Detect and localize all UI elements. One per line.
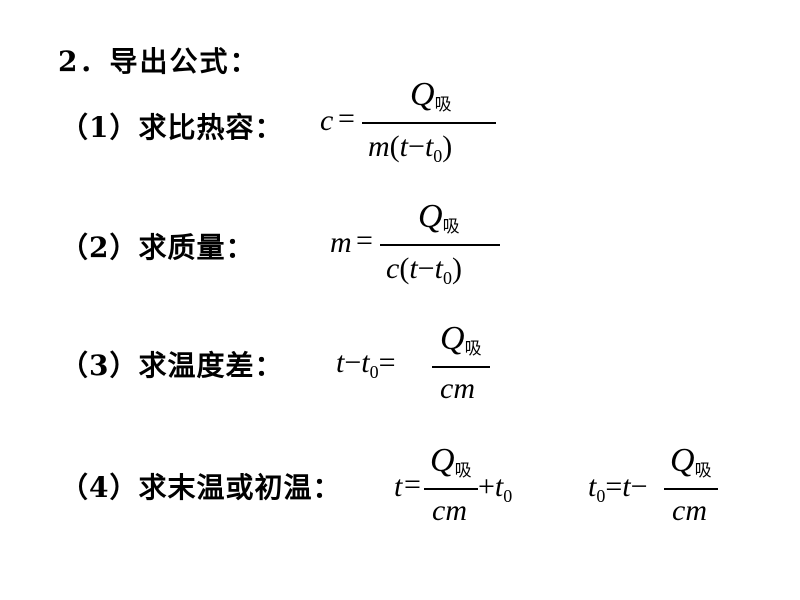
denominator: cm [672, 494, 707, 527]
denominator: cm [432, 494, 467, 527]
lhs-var: c [320, 104, 334, 137]
item-3-label: （3）求温度差： [60, 349, 284, 382]
numerator: Q吸 [440, 320, 482, 359]
item-1-label: （1）求比热容： [60, 111, 284, 144]
item-4-label: （4）求末温或初温： [60, 471, 342, 504]
lhs-var: t [394, 470, 403, 503]
lhs-expression: t0=t− [588, 470, 648, 506]
equals-sign: = [404, 468, 421, 501]
fraction-bar [664, 488, 718, 490]
denominator: c(t−t0) [386, 252, 462, 288]
numerator: Q吸 [418, 198, 460, 237]
lhs-expression: t−t0= [336, 346, 396, 382]
equals-sign: = [356, 224, 373, 257]
numerator: Q吸 [670, 442, 712, 481]
equals-sign: = [338, 102, 355, 135]
numerator: Q吸 [430, 442, 472, 481]
section-heading: 2．导出公式： [58, 45, 260, 78]
fraction-bar [362, 122, 496, 124]
fraction-bar [380, 244, 500, 246]
fraction-bar [424, 488, 478, 490]
denominator: cm [440, 372, 475, 405]
item-2-label: （2）求质量： [60, 231, 255, 264]
fraction-bar [432, 366, 490, 368]
denominator: m(t−t0) [368, 130, 453, 166]
plus-term: +t0 [478, 470, 513, 506]
lhs-var: m [330, 226, 352, 259]
numerator: Q吸 [410, 76, 452, 115]
